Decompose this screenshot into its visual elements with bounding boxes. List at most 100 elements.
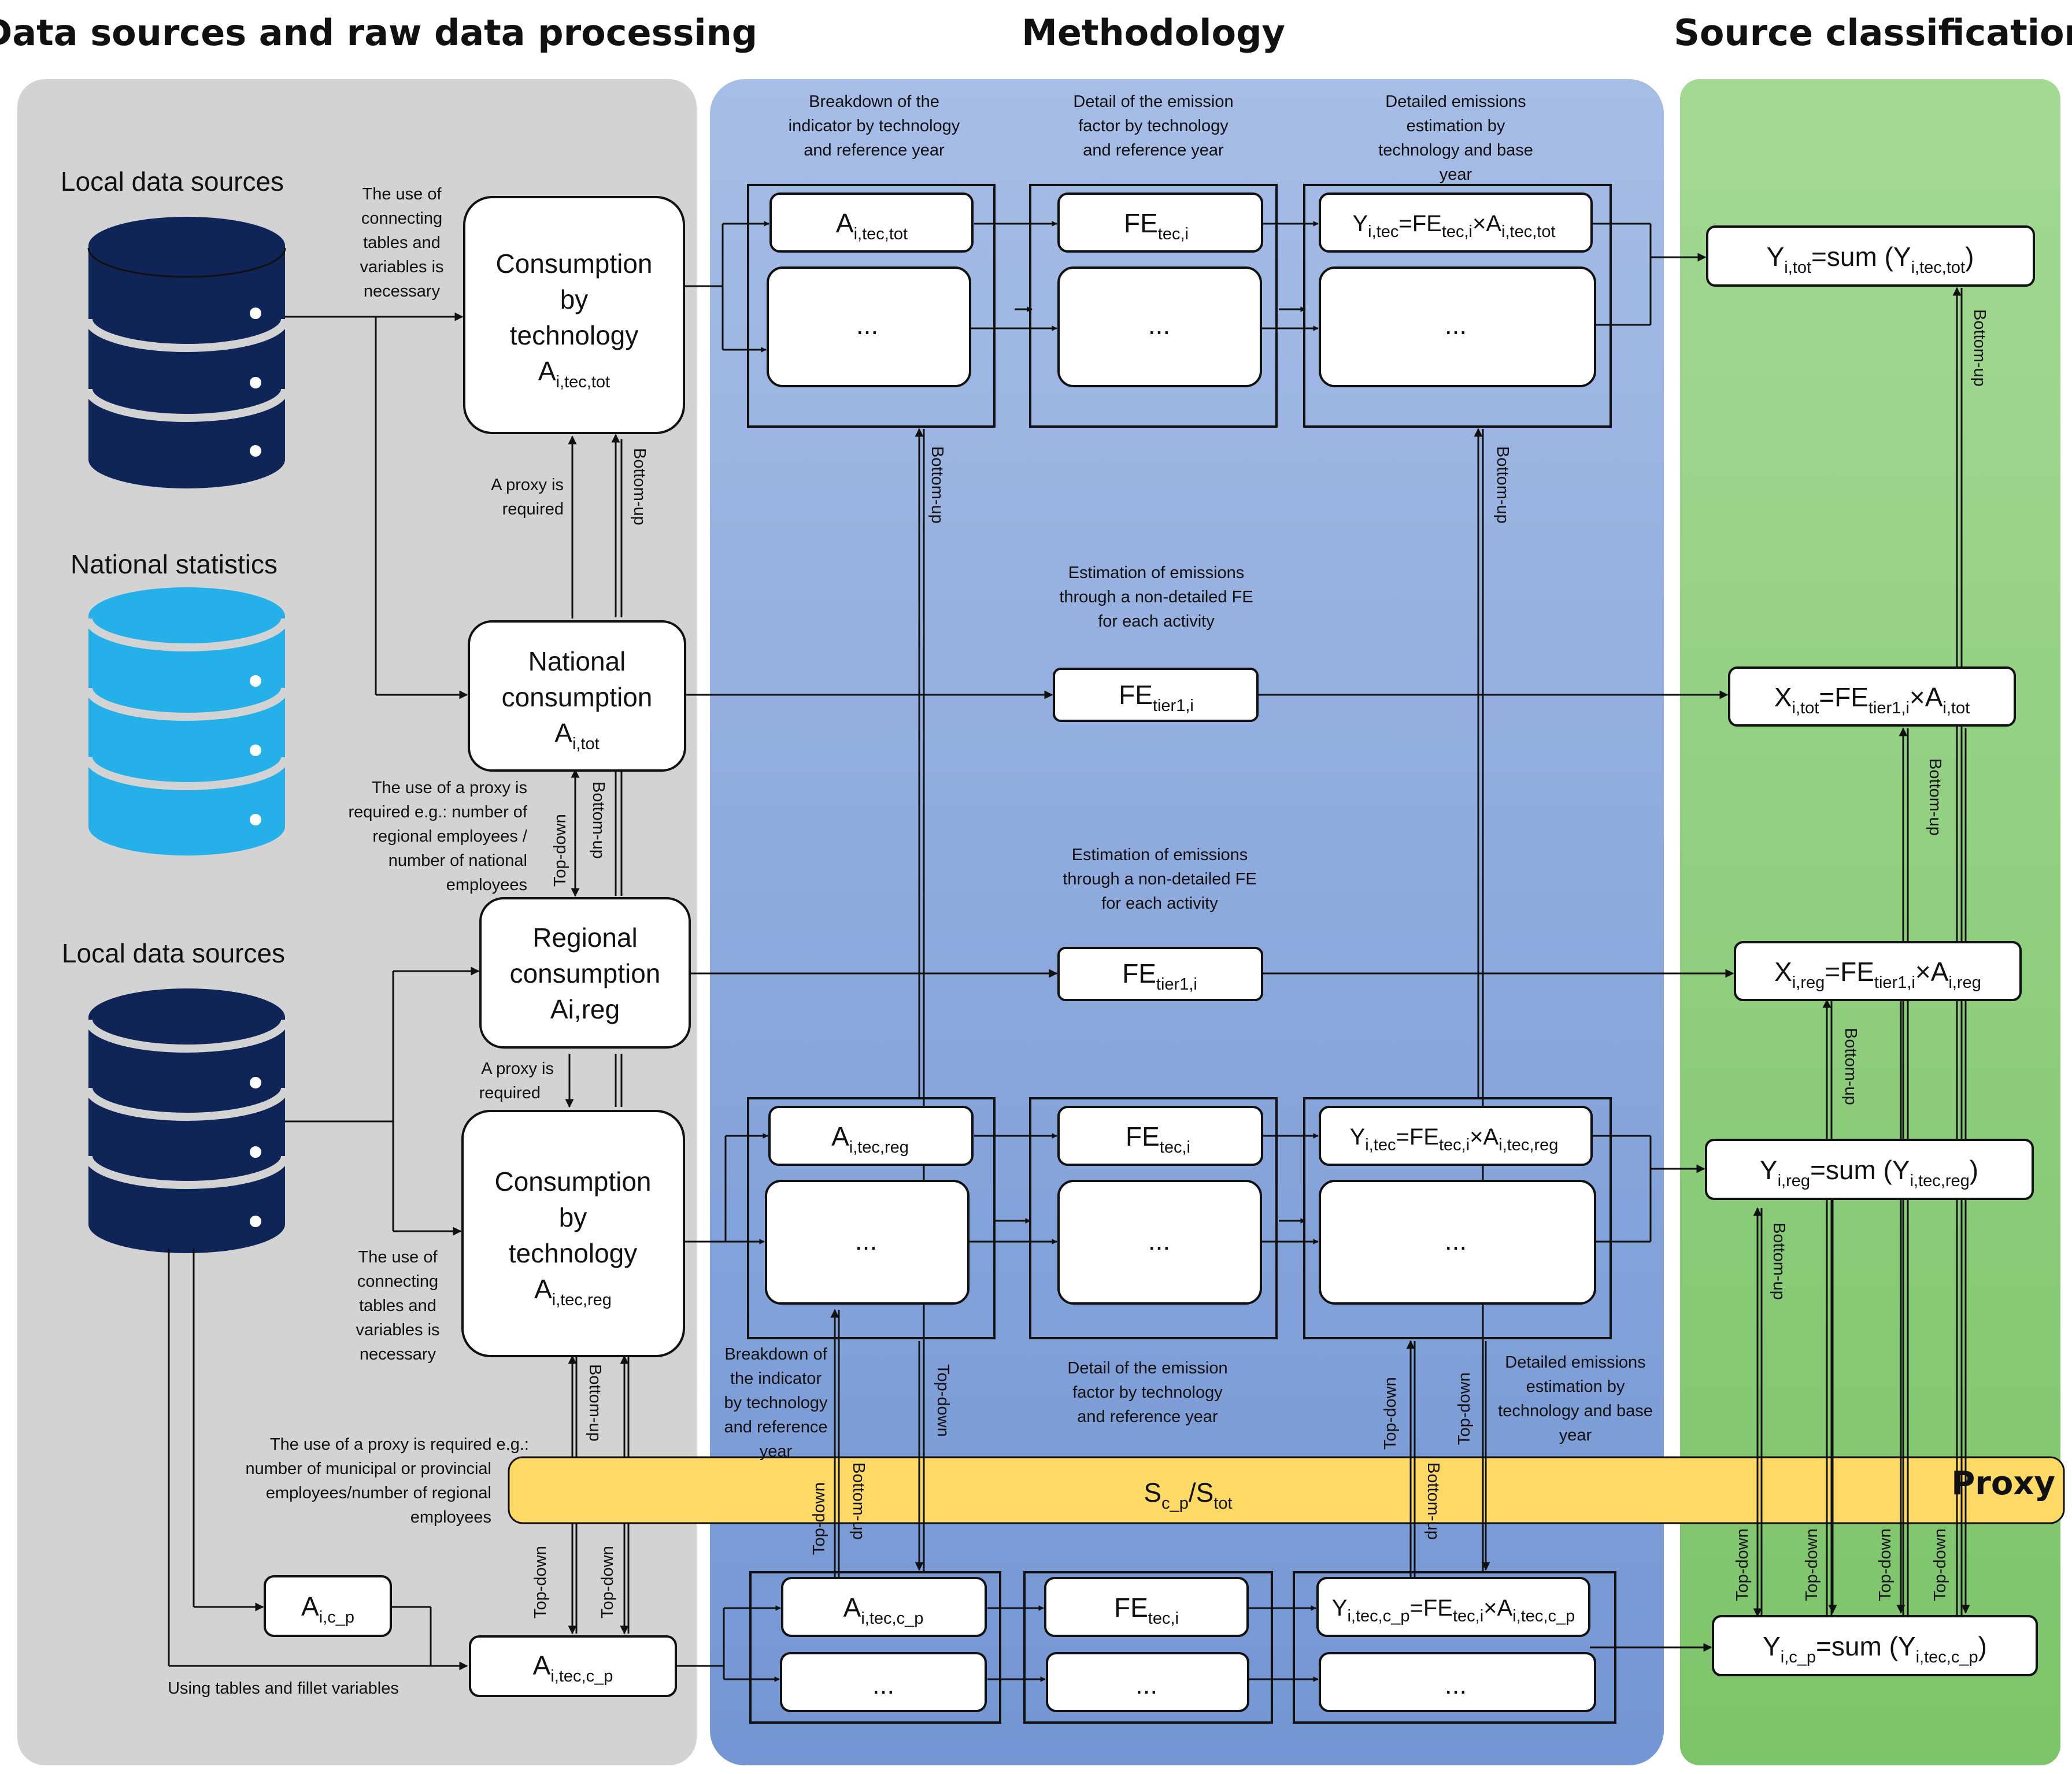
svg-text:technology and base: technology and base bbox=[1378, 141, 1533, 160]
svg-text:indicator by technology: indicator by technology bbox=[789, 117, 960, 135]
label-top-down: Top-down bbox=[810, 1482, 828, 1555]
label-bottom-up: Bottom-up bbox=[586, 1364, 604, 1442]
box-ellipsis: ... bbox=[1319, 1180, 1596, 1305]
note-proxy-national: The use of a proxy is required e.g.: num… bbox=[348, 779, 527, 894]
result-y-i-c-p: Yi,c_p=sum (Yi,tec,c_p) bbox=[1712, 1615, 2038, 1676]
svg-text:technology: technology bbox=[510, 320, 639, 350]
svg-text:Xi,reg=FEtier1,i×Ai,reg: Xi,reg=FEtier1,i×Ai,reg bbox=[1774, 957, 1981, 992]
svg-text:necessary: necessary bbox=[364, 282, 441, 301]
svg-text:Detail of the emission: Detail of the emission bbox=[1067, 1359, 1227, 1377]
svg-text:employees/number of regional: employees/number of regional bbox=[266, 1484, 491, 1502]
frame-y-top bbox=[1303, 184, 1612, 428]
note-detail-emission-top: Detail of the emission factor by technol… bbox=[1073, 92, 1233, 160]
label-bottom-up: Bottom-up bbox=[1493, 446, 1512, 524]
header-methodology: Methodology bbox=[1022, 12, 1285, 54]
header-data-sources: Data sources and raw data processing bbox=[0, 12, 757, 54]
svg-text:...: ... bbox=[1148, 1225, 1170, 1255]
box-a-i-c-p: Ai,c_p bbox=[264, 1575, 392, 1637]
svg-text:Regional: Regional bbox=[532, 923, 638, 953]
label-top-down: Top-down bbox=[551, 814, 569, 887]
svg-text:National: National bbox=[528, 646, 626, 676]
svg-text:year: year bbox=[1559, 1426, 1592, 1445]
box-ellipsis: ... bbox=[1319, 266, 1596, 387]
svg-text:...: ... bbox=[1148, 310, 1170, 340]
svg-text:technology: technology bbox=[509, 1238, 638, 1268]
svg-text:Yi,reg=sum (Yi,tec,reg): Yi,reg=sum (Yi,tec,reg) bbox=[1760, 1155, 1978, 1190]
result-x-i-reg: Xi,reg=FEtier1,i×Ai,reg bbox=[1734, 941, 2022, 1001]
label-bottom-up: Bottom-up bbox=[1926, 758, 1944, 836]
frame-fe-top bbox=[1029, 184, 1278, 428]
method-connectors bbox=[676, 221, 1970, 1682]
label-top-down: Top-down bbox=[598, 1546, 617, 1619]
svg-text:year: year bbox=[760, 1442, 793, 1461]
svg-text:number of municipal or provinc: number of municipal or provincial bbox=[245, 1460, 491, 1478]
svg-text:Yi,c_p=sum (Yi,tec,c_p): Yi,c_p=sum (Yi,tec,c_p) bbox=[1763, 1631, 1987, 1666]
header-source-classification: Source classification bbox=[1674, 12, 2072, 54]
database-dark-icon bbox=[84, 988, 289, 1253]
note-detailed-estimation-bottom: Detailed emissions estimation by technol… bbox=[1498, 1353, 1653, 1445]
svg-text:Yi,tec=FEtec,i×Ai,tec,reg: Yi,tec=FEtec,i×Ai,tec,reg bbox=[1350, 1124, 1559, 1154]
svg-text:FEtier1,i: FEtier1,i bbox=[1122, 958, 1197, 994]
label-local-data-sources-top: Local data sources bbox=[61, 166, 284, 197]
note-breakdown-bottom: Breakdown of the indicator by technology… bbox=[724, 1345, 828, 1461]
svg-text:required e.g.: number of: required e.g.: number of bbox=[348, 803, 527, 821]
svg-text:number of national: number of national bbox=[388, 851, 527, 870]
box-a-i-tec-tot: Ai,tec,tot bbox=[769, 192, 974, 253]
svg-text:by technology: by technology bbox=[724, 1394, 828, 1412]
frame-breakdown-cp bbox=[749, 1571, 1001, 1724]
box-ellipsis: ... bbox=[780, 1652, 987, 1712]
svg-text:required: required bbox=[479, 1084, 541, 1102]
svg-text:and reference: and reference bbox=[724, 1418, 828, 1436]
label-local-data-sources-bottom: Local data sources bbox=[62, 938, 285, 968]
result-x-i-tot: Xi,tot=FEtier1,i×Ai,tot bbox=[1728, 666, 2016, 727]
svg-text:employees: employees bbox=[446, 876, 527, 894]
svg-text:Ai,tec,tot: Ai,tec,tot bbox=[836, 208, 908, 243]
label-bottom-up: Bottom-up bbox=[1424, 1462, 1442, 1540]
label-top-down: Top-down bbox=[1803, 1528, 1821, 1601]
svg-text:Ai,tec,c_p: Ai,tec,c_p bbox=[533, 1650, 613, 1686]
svg-text:for each activity: for each activity bbox=[1098, 612, 1215, 631]
svg-text:The use of a proxy is required: The use of a proxy is required e.g.: bbox=[270, 1435, 529, 1454]
label-bottom-up: Bottom-up bbox=[589, 782, 608, 859]
note-breakdown-top: Breakdown of the indicator by technology… bbox=[789, 92, 960, 160]
svg-text:consumption: consumption bbox=[510, 958, 661, 988]
result-y-i-tot: Yi,tot=sum (Yi,tec,tot) bbox=[1706, 225, 2035, 287]
svg-text:and reference year: and reference year bbox=[1077, 1408, 1218, 1426]
svg-text:required: required bbox=[502, 500, 564, 519]
note-proxy-required-top: A proxy is required bbox=[491, 476, 564, 519]
svg-text:Yi,tec=FEtec,i×Ai,tec,tot: Yi,tec=FEtec,i×Ai,tec,tot bbox=[1352, 211, 1555, 241]
svg-text:connecting: connecting bbox=[361, 209, 442, 228]
database-light-icon bbox=[84, 587, 289, 855]
svg-text:FEtier1,i: FEtier1,i bbox=[1119, 680, 1194, 715]
svg-text:Breakdown of: Breakdown of bbox=[724, 1345, 827, 1364]
svg-text:for each activity: for each activity bbox=[1101, 894, 1218, 913]
panel-methodology bbox=[710, 79, 1664, 1765]
svg-text:...: ... bbox=[1445, 310, 1467, 340]
note-proxy-regional: A proxy is required bbox=[479, 1060, 554, 1102]
box-fe-tec-reg: FEtec,i bbox=[1057, 1106, 1263, 1166]
svg-text:...: ... bbox=[855, 1225, 877, 1255]
svg-text:Detailed emissions: Detailed emissions bbox=[1385, 92, 1526, 111]
proxy-band: Sc_p/Stot Proxy bbox=[508, 1456, 2065, 1524]
svg-text:Estimation of emissions: Estimation of emissions bbox=[1072, 846, 1248, 864]
box-ellipsis: ... bbox=[1319, 1652, 1596, 1712]
svg-text:estimation by: estimation by bbox=[1407, 117, 1505, 135]
svg-text:Ai,tec,reg: Ai,tec,reg bbox=[831, 1121, 909, 1157]
box-fe-tec-top: FEtec,i bbox=[1057, 192, 1263, 253]
label-top-down: Top-down bbox=[531, 1546, 550, 1619]
svg-text:...: ... bbox=[856, 310, 878, 340]
box-fe-tec-c-p: FEtec,i bbox=[1044, 1577, 1249, 1637]
svg-text:factor by technology: factor by technology bbox=[1072, 1383, 1223, 1402]
label-top-down: Top-down bbox=[1876, 1528, 1895, 1601]
svg-text:through a non-detailed FE: through a non-detailed FE bbox=[1059, 588, 1253, 606]
svg-text:Yi,tec,c_p=FEtec,i×Ai,tec,c_p: Yi,tec,c_p=FEtec,i×Ai,tec,c_p bbox=[1332, 1595, 1575, 1625]
svg-text:...: ... bbox=[872, 1669, 894, 1699]
box-ellipsis: ... bbox=[1046, 1652, 1249, 1712]
svg-text:Consumption: Consumption bbox=[495, 249, 652, 279]
svg-text:Detail of the emission: Detail of the emission bbox=[1073, 92, 1233, 111]
svg-text:variables is: variables is bbox=[356, 1321, 439, 1339]
svg-text:Ai,c_p: Ai,c_p bbox=[301, 1591, 354, 1627]
svg-text:technology and base: technology and base bbox=[1498, 1402, 1653, 1420]
left-connectors bbox=[168, 312, 630, 1671]
